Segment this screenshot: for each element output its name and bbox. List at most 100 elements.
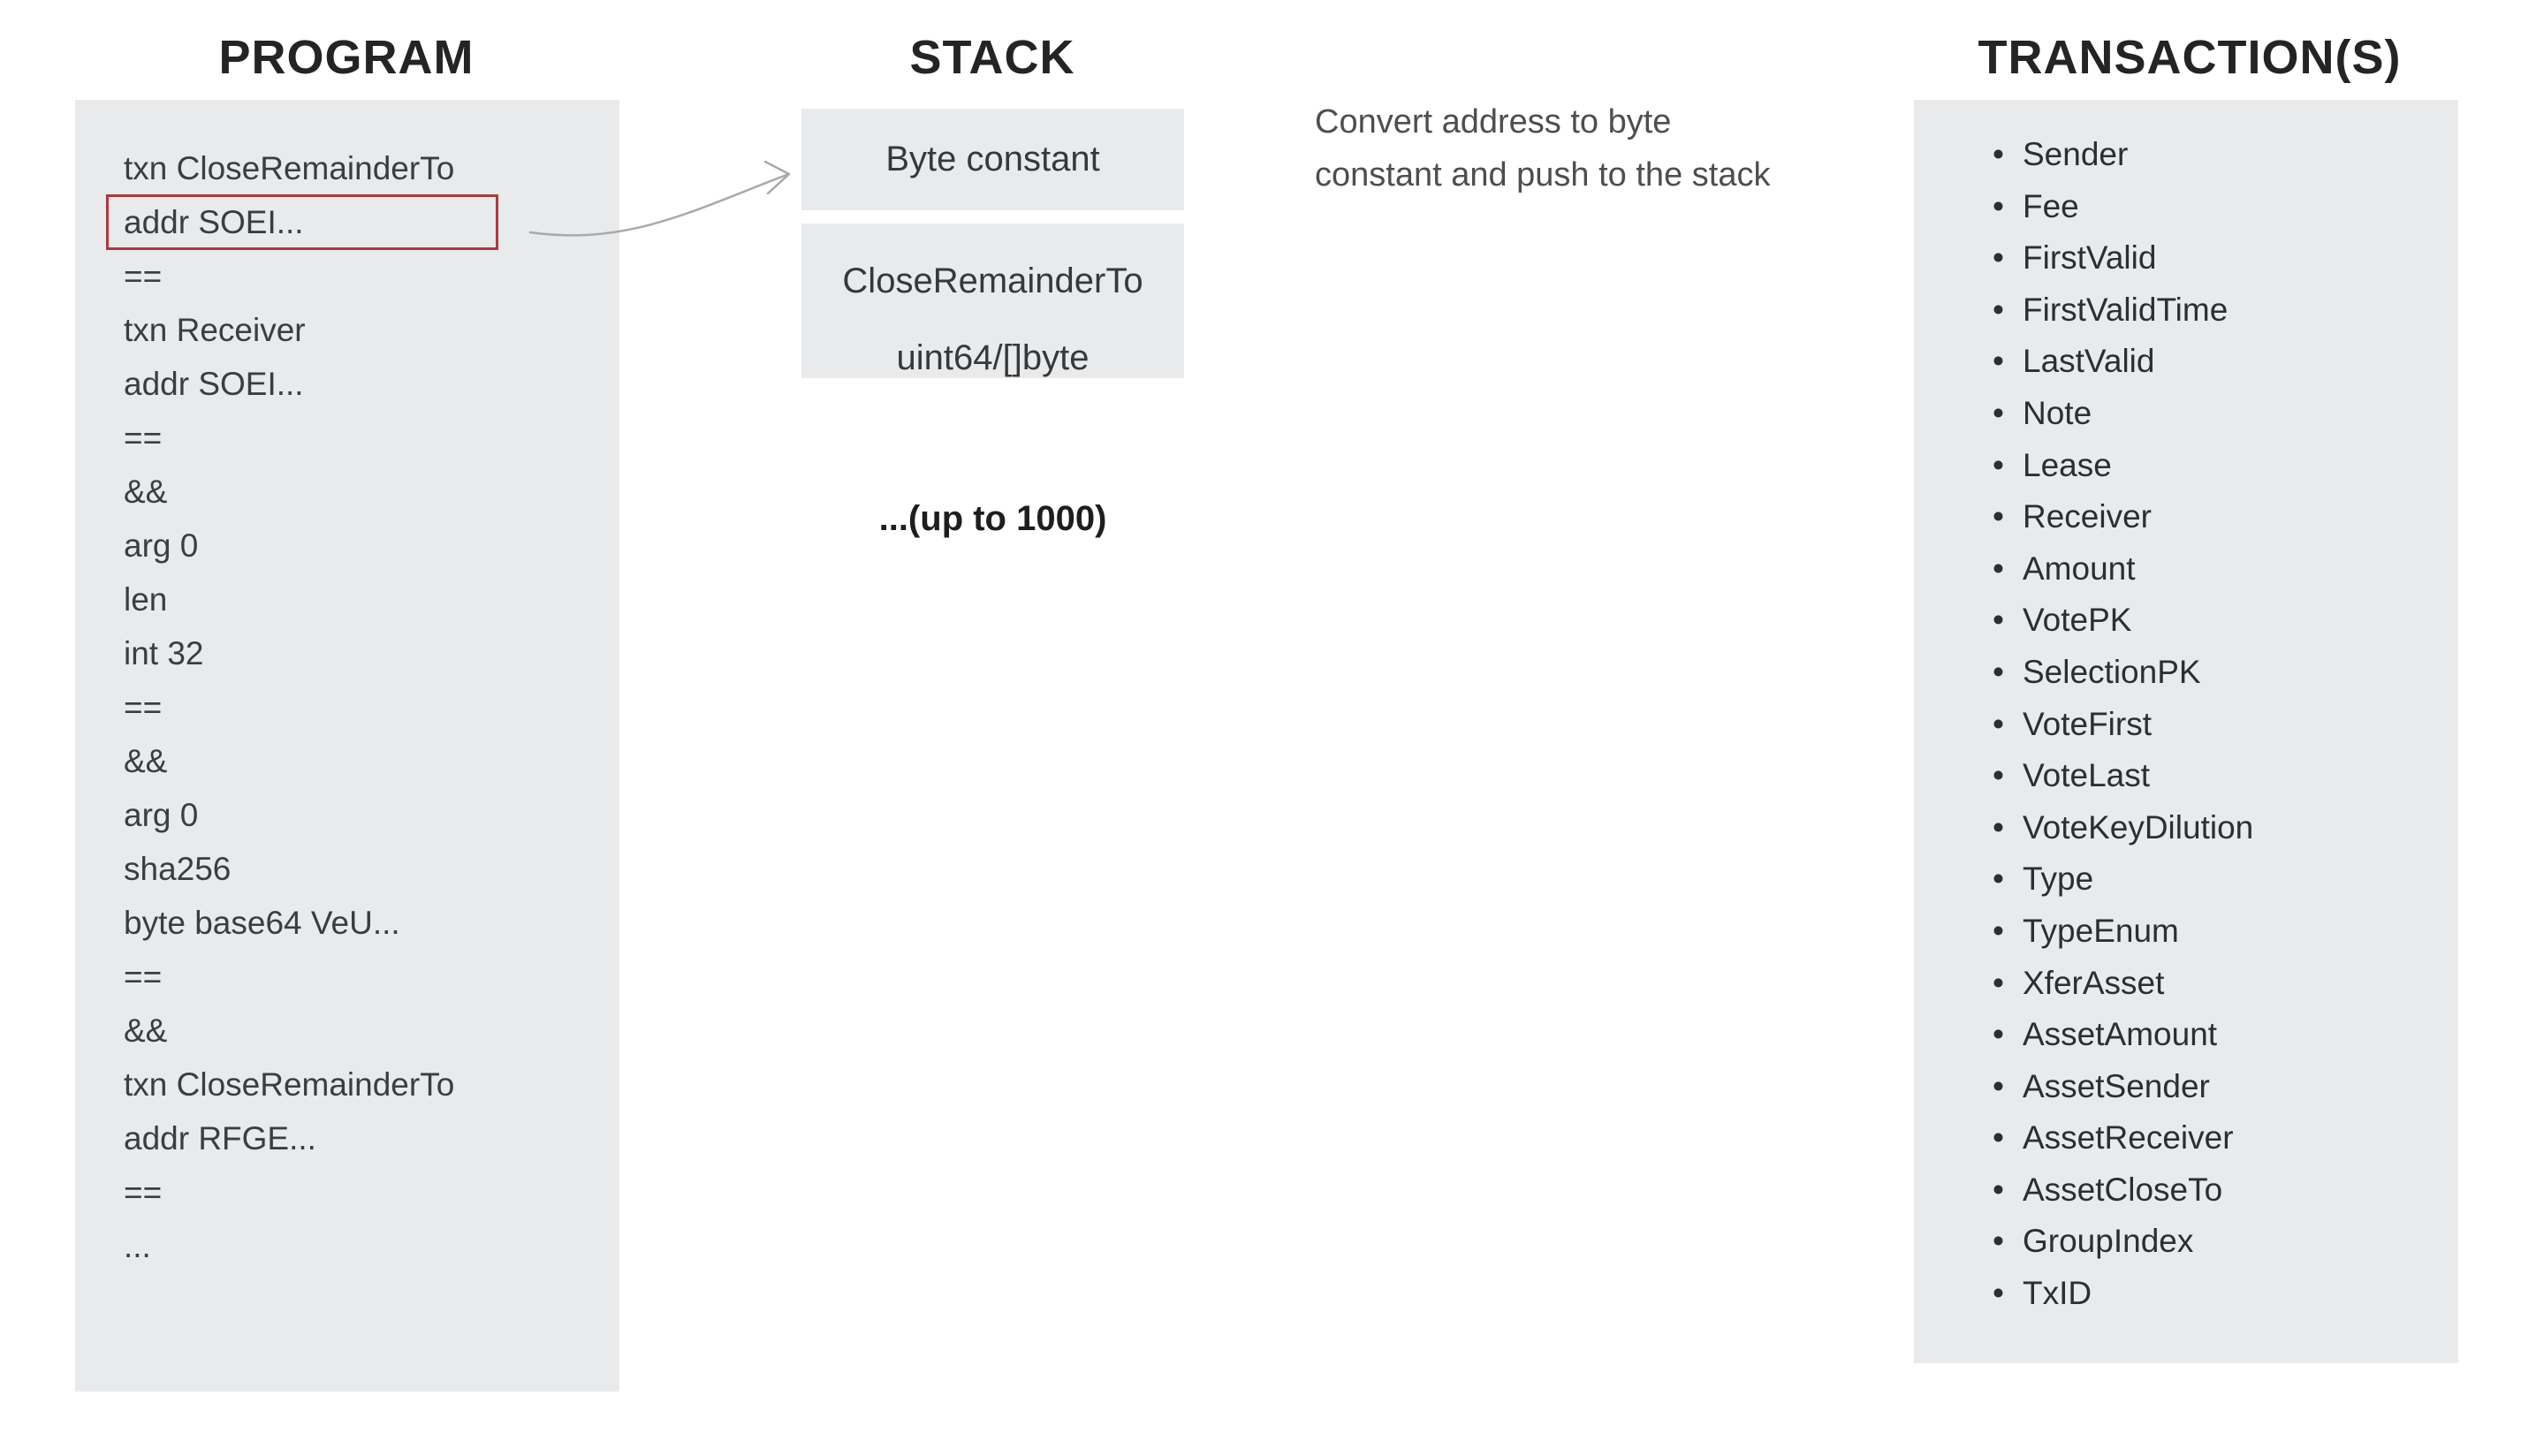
bullet-icon: • xyxy=(1993,1067,2004,1104)
transaction-field-label: Type xyxy=(2023,861,2094,898)
program-instruction: addr RFGE... xyxy=(124,1120,316,1156)
transaction-field: • GroupIndex xyxy=(1993,1216,2449,1268)
bullet-icon: • xyxy=(1993,602,2004,639)
program-instruction: txn CloseRemainderTo xyxy=(124,1066,455,1103)
bullet-icon: • xyxy=(1993,1223,2004,1260)
program-instruction: addr SOEI... xyxy=(124,366,304,402)
bullet-icon: • xyxy=(1993,912,2004,949)
program-column-title: PROGRAM xyxy=(218,31,475,84)
transaction-field-label: VoteLast xyxy=(2023,757,2151,794)
transaction-field: • AssetSender xyxy=(1993,1061,2449,1113)
transaction-field-label: VoteFirst xyxy=(2023,705,2152,742)
transaction-field: • TypeEnum xyxy=(1993,906,2449,958)
transaction-field-label: Lease xyxy=(2023,446,2112,483)
stack-column-title: STACK xyxy=(909,31,1075,84)
transaction-field: • VoteFirst xyxy=(1993,699,2449,751)
transaction-field: •AssetAmount xyxy=(1993,1009,2449,1061)
program-instruction: == xyxy=(124,420,163,456)
transaction-field: • FirstValidTime xyxy=(1993,284,2449,337)
bullet-icon: • xyxy=(1993,964,2004,1001)
transaction-field-label: AssetCloseTo xyxy=(2023,1171,2223,1208)
transaction-field: • VoteKeyDilution xyxy=(1993,802,2449,854)
transaction-field-label: XferAsset xyxy=(2023,964,2165,1001)
program-instruction: && xyxy=(124,743,168,779)
bullet-icon: • xyxy=(1993,498,2004,535)
bullet-icon: • xyxy=(1993,861,2004,898)
program-instruction: && xyxy=(124,474,168,510)
bullet-icon: • xyxy=(1993,187,2004,224)
transaction-field: • VoteLast xyxy=(1993,750,2449,802)
transaction-field-label: AssetAmount xyxy=(2023,1016,2218,1053)
bullet-icon: • xyxy=(1993,1119,2004,1156)
bullet-icon: • xyxy=(1993,394,2004,431)
program-instruction: len xyxy=(124,581,168,618)
transaction-field-label: AssetSender xyxy=(2023,1067,2210,1104)
bullet-icon: • xyxy=(1993,446,2004,483)
bullet-icon: • xyxy=(1993,343,2004,380)
program-instruction: && xyxy=(124,1012,168,1049)
stack-entry: Byte constant xyxy=(801,109,1184,210)
program-instruction: int 32 xyxy=(124,635,204,671)
transaction-field-label: TypeEnum xyxy=(2023,912,2179,949)
transaction-field-label: FirstValid xyxy=(2023,239,2157,277)
bullet-icon: • xyxy=(1993,757,2004,794)
program-instruction: byte base64 VeU... xyxy=(124,905,400,941)
annotation-text: Convert address to byte constant and pus… xyxy=(1315,103,1771,193)
transaction-field: • LastValid xyxy=(1993,336,2449,388)
transaction-field-label: Receiver xyxy=(2023,498,2152,535)
transaction-field-label: TxID xyxy=(2023,1275,2092,1312)
bullet-icon: • xyxy=(1993,136,2004,172)
transaction-field: • SelectionPK xyxy=(1993,647,2449,699)
stack-entry: CloseRemainderTo xyxy=(801,224,1184,338)
transaction-field-label: Amount xyxy=(2023,550,2136,587)
transaction-field: • Sender xyxy=(1993,129,2449,181)
transaction-field: • AssetCloseTo xyxy=(1993,1164,2449,1217)
program-instruction: arg 0 xyxy=(124,797,199,833)
program-lines: txn CloseRemainderTo addr SOEI... == txn Re… xyxy=(124,141,602,1273)
transaction-field-label: SelectionPK xyxy=(2023,653,2201,690)
transaction-field: • TxID xyxy=(1993,1268,2449,1320)
transaction-field-label: Sender xyxy=(2023,136,2129,172)
bullet-icon: • xyxy=(1993,291,2004,328)
bullet-icon: • xyxy=(1993,1275,2004,1312)
transaction-field-label: Fee xyxy=(2023,187,2079,224)
transaction-field-label: VotePK xyxy=(2023,602,2132,639)
program-instruction: addr SOEI... xyxy=(124,204,304,240)
highlighted-instruction-box xyxy=(106,194,498,250)
transaction-field-label: Note xyxy=(2023,394,2092,431)
program-instruction: == xyxy=(124,258,163,294)
bullet-icon: • xyxy=(1993,550,2004,587)
program-instruction: ... xyxy=(124,1228,151,1264)
transaction-field-label: LastValid xyxy=(2023,343,2155,380)
transaction-field: •AssetReceiver xyxy=(1993,1112,2449,1164)
transaction-field-label: FirstValidTime xyxy=(2023,291,2228,328)
transaction-field: • VotePK xyxy=(1993,595,2449,647)
transaction-field: • FirstValid xyxy=(1993,232,2449,284)
stack-entry: uint64/[]byte xyxy=(801,338,1184,378)
transaction-field: • Lease xyxy=(1993,440,2449,492)
program-instruction: == xyxy=(124,1174,163,1210)
transactions-panel: • Sender • Fee • FirstValid • FirstValidTime… xyxy=(1914,100,2458,1363)
push-to-stack-arrow xyxy=(528,160,791,237)
transaction-field: • Fee xyxy=(1993,181,2449,233)
transaction-field-label: VoteKeyDilution xyxy=(2023,808,2254,846)
program-instruction: sha256 xyxy=(124,851,232,887)
program-instruction: == xyxy=(124,689,163,725)
program-instruction: == xyxy=(124,959,163,995)
program-instruction: txn Receiver xyxy=(124,312,306,348)
bullet-icon: • xyxy=(1993,653,2004,690)
stack-capacity-note: ...(up to 1000) xyxy=(878,499,1107,538)
program-instruction: txn CloseRemainderTo xyxy=(124,150,455,186)
bullet-icon: • xyxy=(1993,239,2004,277)
transaction-field: • Amount xyxy=(1993,543,2449,595)
transaction-field-label: GroupIndex xyxy=(2023,1223,2194,1260)
bullet-icon: • xyxy=(1993,1171,2004,1208)
transaction-field: • Type xyxy=(1993,853,2449,906)
program-instruction: arg 0 xyxy=(124,527,199,564)
transaction-field: • XferAsset xyxy=(1993,958,2449,1010)
bullet-icon: • xyxy=(1993,808,2004,846)
bullet-icon: • xyxy=(1993,705,2004,742)
transaction-field: • Note xyxy=(1993,388,2449,440)
